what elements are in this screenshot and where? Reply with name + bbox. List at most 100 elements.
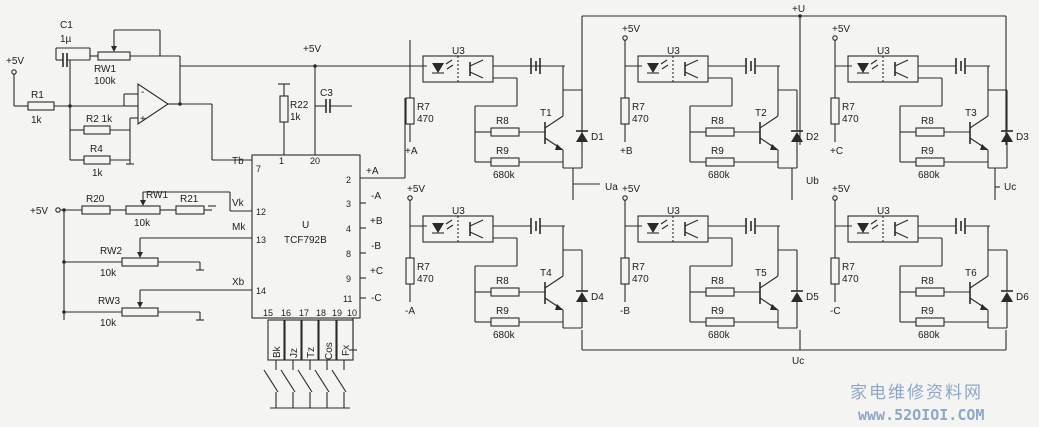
ic-pin-right-num: 3 xyxy=(346,199,351,209)
ic-pin-bottom-label: Cos xyxy=(324,342,335,360)
ic-pin-bottom-label: Jz xyxy=(289,348,300,358)
optocoupler-label: U3 xyxy=(452,206,465,217)
opamp-triangle xyxy=(137,82,169,126)
r7-value: 470 xyxy=(842,114,859,125)
ic-pin-bottom-label: Tz xyxy=(306,347,317,358)
r9-label: R9 xyxy=(921,306,934,317)
selector-switches xyxy=(263,360,350,409)
diode-label: D1 xyxy=(591,132,604,143)
r1-resistor xyxy=(27,101,55,111)
c3-label: C3 xyxy=(320,88,333,99)
ic-pin-right-num: 8 xyxy=(346,249,351,259)
r7-label: R7 xyxy=(417,102,430,113)
top-rail-label: +U xyxy=(792,4,805,15)
r8-resistor xyxy=(490,287,520,297)
r21-resistor xyxy=(175,205,205,215)
ic-body xyxy=(251,154,361,319)
driver-cell xyxy=(620,195,803,329)
cell-input-label: +C xyxy=(830,146,843,157)
optocoupler-label: U3 xyxy=(667,46,680,57)
ic-pin-left-num: 12 xyxy=(256,207,266,217)
r9-value: 680k xyxy=(708,330,731,341)
rw2-label: RW2 xyxy=(100,246,122,257)
ic-pin-bottom-num: 17 xyxy=(299,308,309,318)
r7-label: R7 xyxy=(842,262,855,273)
r7-label: R7 xyxy=(632,262,645,273)
opamp-section: +5V R1 1k C1 1µ RW1 100k - xyxy=(6,20,252,179)
ic-pin-right-label: -C xyxy=(371,293,382,304)
r7-label: R7 xyxy=(842,102,855,113)
ic-supply-label: +5V xyxy=(303,44,321,55)
r2-resistor xyxy=(83,125,111,135)
ic-pin-right-num: 2 xyxy=(346,175,351,185)
r20-label: R20 xyxy=(86,194,105,205)
r8-resistor xyxy=(705,127,735,137)
ic-pin-top-1: 1 xyxy=(279,156,284,166)
diode-icon xyxy=(576,292,588,302)
diode-icon xyxy=(791,292,803,302)
optocoupler-label: U3 xyxy=(452,46,465,57)
ic-pin-left-num: 13 xyxy=(256,235,266,245)
r7-resistor xyxy=(620,257,630,285)
led-icon xyxy=(432,63,444,73)
r8-label: R8 xyxy=(921,276,934,287)
driver-cell xyxy=(830,195,1013,329)
ic-pin-bottom-num: 18 xyxy=(316,308,326,318)
r9-resistor xyxy=(490,157,520,167)
r4-resistor xyxy=(83,155,111,165)
ic-pin-right-num: 9 xyxy=(346,274,351,284)
r7-value: 470 xyxy=(632,274,649,285)
r4-label: R4 xyxy=(90,144,103,155)
cell-input-label: +A xyxy=(405,146,418,157)
led-icon xyxy=(857,223,869,233)
rw2-control-pot xyxy=(121,257,159,267)
diode-label: D3 xyxy=(1016,132,1029,143)
optocoupler-label: U3 xyxy=(667,206,680,217)
phase-output-label: Uc xyxy=(1004,182,1016,193)
r7-resistor xyxy=(830,257,840,285)
diode-label: D2 xyxy=(806,132,819,143)
watermark-url: www.52OIOI.COM xyxy=(858,406,984,424)
ic-part: TCF792B xyxy=(284,235,327,246)
ic-pin-right-label: +C xyxy=(370,266,383,277)
opamp-supply-terminal xyxy=(11,69,17,75)
cell-supply-label: +5V xyxy=(622,24,640,35)
r1-value: 1k xyxy=(31,115,43,126)
diode-label: D5 xyxy=(806,292,819,303)
cell-input-label: +B xyxy=(620,146,633,157)
cell-supply-label: +5V xyxy=(832,184,850,195)
rw3-control-pot xyxy=(121,307,159,317)
r8-resistor xyxy=(915,287,945,297)
ic-pin-right-label: -A xyxy=(371,191,381,202)
diode-icon xyxy=(791,132,803,142)
led-icon xyxy=(647,63,659,73)
r9-resistor xyxy=(705,317,735,327)
ic-pin-bottom-num: 10 xyxy=(347,308,357,318)
r7-value: 470 xyxy=(632,114,649,125)
transistor-label: T3 xyxy=(965,108,977,119)
driver-cell xyxy=(620,35,803,169)
opamp-supply-label: +5V xyxy=(6,56,24,67)
r2-label: R2 1k xyxy=(86,114,113,125)
diode-label: D4 xyxy=(591,292,604,303)
bridge-rails: +U Uc Ua Ub Uc xyxy=(572,4,1016,367)
ic-pin-right-label: +B xyxy=(370,216,383,227)
ic-section: +5V R22 1k C3 U TCF792B 1 20 7 Tb 12 Vk … xyxy=(180,44,540,409)
ic-pin-left-label: Mk xyxy=(232,222,246,233)
rw3-label: RW3 xyxy=(98,296,120,307)
ic-pin-bottom-num: 19 xyxy=(332,308,342,318)
ic-pin-left-num: 14 xyxy=(256,286,266,296)
r22-resistor xyxy=(279,95,289,123)
ic-pin-right-label: +A xyxy=(366,166,379,177)
r8-resistor xyxy=(490,127,520,137)
opamp-plus: + xyxy=(140,114,146,125)
ic-pin-bottom-num: 16 xyxy=(281,308,291,318)
r7-value: 470 xyxy=(842,274,859,285)
rw2-value: 10k xyxy=(100,268,117,279)
controls-supply-terminal xyxy=(55,207,61,213)
led-icon xyxy=(432,223,444,233)
diode-icon xyxy=(1001,292,1013,302)
optocoupler-label: U3 xyxy=(877,206,890,217)
